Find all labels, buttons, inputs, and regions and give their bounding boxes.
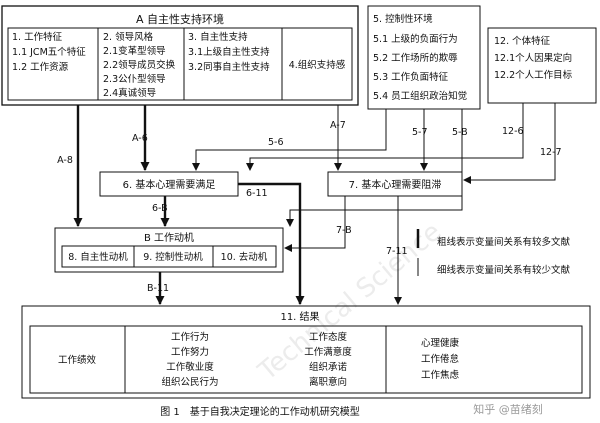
- arrow-7-b: 7-B: [284, 196, 352, 252]
- arrow-a8: A-8: [57, 105, 83, 227]
- autonomy-col-3: 3. 自主性支持 3.1上级自主性支持 3.2同事自主性支持: [188, 31, 270, 73]
- arrow-12-6: 12-6: [246, 103, 524, 171]
- label-6-11: 6-11: [246, 188, 268, 199]
- authentic-leadership: 2.4真诚领导: [103, 87, 156, 99]
- control-env-box: 5. 控制性环境 5.1 上级的负面行为 5.2 工作场所的欺辱 5.3 工作负…: [367, 5, 481, 110]
- needs-satisfied-box: 6. 基本心理需要满足: [99, 171, 239, 197]
- personal-work-goals: 12.2个人工作目标: [494, 69, 573, 81]
- job-satisfaction: 工作满意度: [304, 346, 352, 358]
- supervisor-autonomy-support: 3.1上级自主性支持: [188, 46, 270, 58]
- ocb: 组织公民行为: [161, 376, 218, 388]
- arrow-5-6: 5-6: [192, 109, 387, 171]
- needs-thwarted-label: 7. 基本心理需要阻滞: [349, 178, 442, 191]
- arrow-5-b: 5-B: [286, 109, 468, 227]
- individual-box: 12. 个体特征 12.1个人因果定向 12.2个人工作目标: [487, 27, 597, 104]
- negative-job-features: 5.3 工作负面特征: [373, 71, 449, 83]
- autonomy-support: 3. 自主性支持: [188, 31, 248, 43]
- arrow-5-7: 5-7: [412, 109, 428, 171]
- arrow-12-7: 12-7: [463, 103, 562, 184]
- org-commitment: 组织承诺: [309, 361, 348, 373]
- work-characteristics: 1. 工作特征: [12, 31, 63, 43]
- psychological-health: 心理健康: [421, 337, 460, 349]
- label-12-7: 12-7: [540, 147, 562, 158]
- servant-leadership: 2.3公仆型领导: [103, 73, 166, 85]
- zhihu-watermark: 知乎 @苗绪刻: [473, 402, 543, 416]
- label-6-b: 6-B: [152, 203, 168, 214]
- org-politics-perception: 5.4 员工组织政治知觉: [373, 90, 467, 102]
- leader-member-exchange: 2.2领导成员交换: [103, 59, 176, 71]
- controlled-motivation: 9. 控制性动机: [143, 251, 203, 263]
- arrow-a7: A-7: [330, 105, 346, 171]
- needs-thwarted-box: 7. 基本心理需要阻滞: [327, 171, 463, 197]
- label-7-11: 7-11: [386, 246, 408, 257]
- transformational-leadership: 2.1变革型领导: [103, 45, 166, 57]
- job-anxiety: 工作焦虑: [421, 369, 460, 381]
- work-behavior: 工作行为: [171, 331, 209, 343]
- label-7-b: 7-B: [336, 225, 352, 236]
- legend: 粗线表示变量间关系有较多文献 细线表示变量间关系有较少文献: [416, 229, 571, 276]
- arrow-7-11: 7-11: [386, 196, 408, 305]
- figure-caption: 图 1 基于自我决定理论的工作动机研究模型: [160, 405, 360, 418]
- label-5-7: 5-7: [412, 127, 428, 138]
- perceived-org-support: 4.组织支持感: [289, 59, 346, 71]
- autonomy-col-2: 2. 领导风格 2.1变革型领导 2.2领导成员交换 2.3公仆型领导 2.4真…: [103, 31, 176, 99]
- leadership-style: 2. 领导风格: [103, 31, 154, 43]
- controlling-environment: 5. 控制性环境: [373, 13, 433, 25]
- outcomes-box: 11. 结果 工作绩效 工作行为 工作努力 工作敬业度 组织公民行为 工作态度 …: [21, 305, 591, 399]
- job-resources: 1.2 工作资源: [12, 61, 69, 73]
- autonomy-env-title: A 自主性支持环境: [136, 12, 224, 26]
- needs-satisfied-label: 6. 基本心理需要满足: [123, 178, 216, 191]
- motivation-box: B 工作动机 8. 自主性动机 9. 控制性动机 10. 去动机: [54, 227, 284, 273]
- jcm-five-features: 1.1 JCM五个特征: [12, 46, 86, 58]
- arrow-6-11: 6-11: [238, 182, 305, 305]
- job-burnout: 工作倦怠: [421, 353, 460, 365]
- job-performance: 工作绩效: [58, 354, 97, 366]
- label-12-6: 12-6: [502, 126, 524, 137]
- outcomes-title: 11. 结果: [280, 310, 319, 323]
- arrow-6-b: 6-B: [152, 196, 170, 227]
- supervisor-negative-behavior: 5.1 上级的负面行为: [373, 33, 458, 45]
- autonomous-motivation: 8. 自主性动机: [68, 251, 128, 263]
- causality-orientation: 12.1个人因果定向: [494, 52, 572, 64]
- coworker-autonomy-support: 3.2同事自主性支持: [188, 61, 270, 73]
- workplace-bullying: 5.2 工作场所的欺辱: [373, 52, 458, 64]
- work-attitude: 工作态度: [309, 331, 348, 343]
- amotivation: 10. 去动机: [221, 251, 268, 263]
- label-5-6: 5-6: [268, 137, 284, 148]
- label-a6: A-6: [132, 133, 148, 144]
- label-a7: A-7: [330, 120, 346, 131]
- individual-characteristics: 12. 个体特征: [494, 35, 551, 47]
- label-a8: A-8: [57, 155, 73, 166]
- legend-bold: 粗线表示变量间关系有较多文献: [437, 236, 571, 248]
- arrow-a6: A-6: [132, 105, 150, 171]
- legend-thin: 细线表示变量间关系有较少文献: [437, 264, 571, 276]
- label-b-11: B-11: [147, 283, 169, 294]
- motivation-title: B 工作动机: [144, 231, 194, 244]
- autonomy-env-box: A 自主性支持环境 1. 工作特征 1.1 JCM五个特征 1.2 工作资源 2…: [1, 5, 359, 106]
- turnover-intention: 离职意向: [309, 376, 347, 388]
- label-5-b: 5-B: [452, 127, 468, 138]
- work-effort: 工作努力: [171, 346, 209, 358]
- work-engagement: 工作敬业度: [166, 361, 214, 373]
- autonomy-col-1: 1. 工作特征 1.1 JCM五个特征 1.2 工作资源: [12, 31, 86, 73]
- arrow-b-11: B-11: [147, 272, 169, 305]
